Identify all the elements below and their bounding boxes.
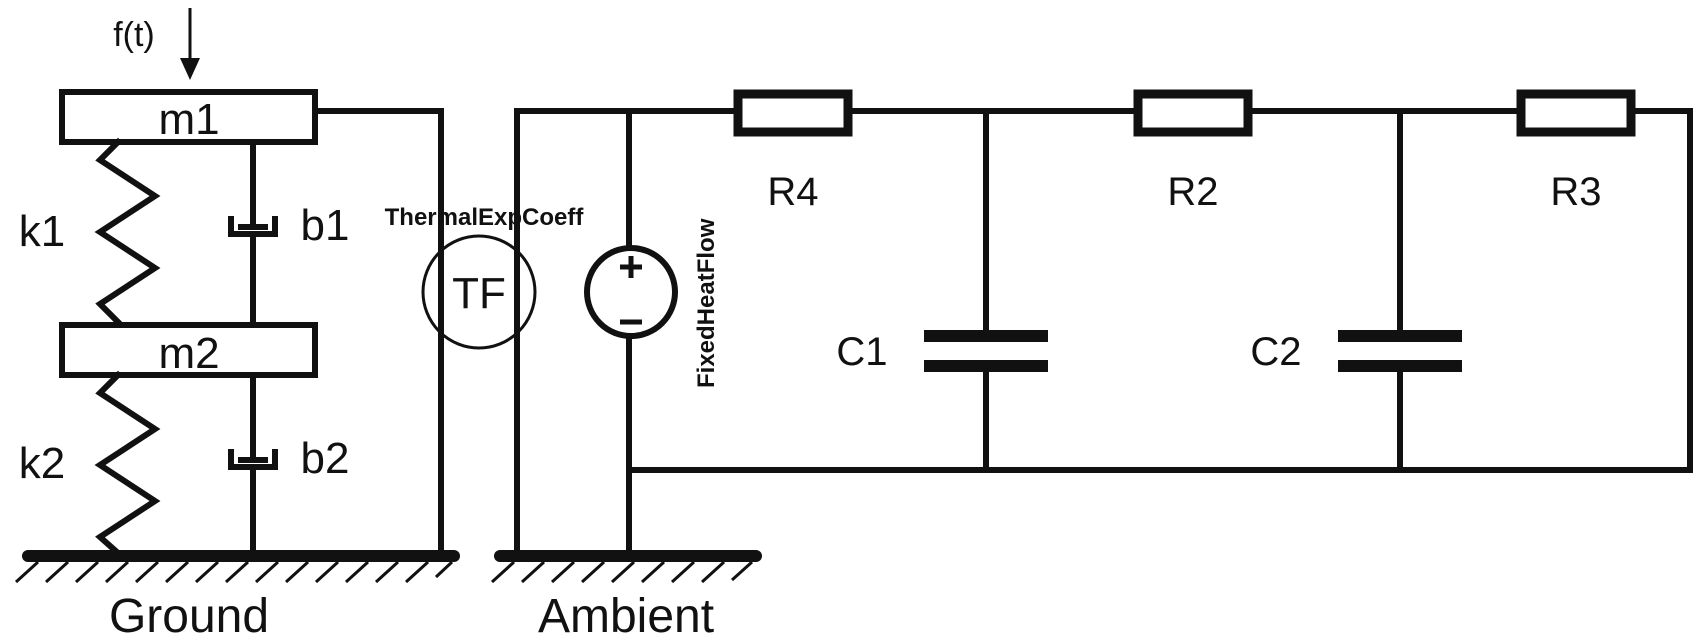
- transformer-tf: [421, 234, 537, 350]
- damper-b2: [228, 372, 278, 558]
- transformer-label: TF: [452, 269, 506, 318]
- resistor-r3-label: R3: [1550, 170, 1601, 214]
- ground-left-label: Ground: [109, 590, 269, 640]
- spring-k1-label: k1: [19, 207, 65, 256]
- capacitor-c2-label: C2: [1250, 330, 1301, 374]
- mass-m1-label: m1: [158, 95, 219, 144]
- fixed-heat-flow-source: [584, 245, 678, 339]
- force-arrow: [180, 8, 200, 80]
- damper-b2-label: b2: [301, 434, 350, 483]
- ground-right-label: Ambient: [538, 590, 714, 640]
- capacitor-c2: [1338, 108, 1462, 473]
- mass-m2-label: m2: [158, 329, 219, 378]
- source-label: FixedHeatFlow: [693, 218, 720, 388]
- resistor-r2-label: R2: [1167, 170, 1218, 214]
- mass-m1: [59, 89, 318, 145]
- spring-k2-label: k2: [19, 439, 65, 488]
- resistor-r2: [1133, 89, 1253, 137]
- capacitor-c1: [924, 108, 1048, 473]
- ground-mechanical: [14, 550, 460, 584]
- mass-m2: [59, 322, 318, 378]
- wire-m1-to-tf: [312, 108, 444, 558]
- resistor-r4: [733, 89, 853, 137]
- ground-ambient: [490, 550, 762, 584]
- resistor-r3: [1516, 89, 1636, 137]
- force-label: f(t): [113, 16, 155, 54]
- transformer-param-label: ThermalExpCoeff: [385, 204, 585, 231]
- wire-return: [626, 108, 1693, 473]
- damper-b1-label: b1: [301, 201, 350, 250]
- spring-k1: [94, 137, 161, 327]
- spring-k2: [94, 370, 161, 558]
- damper-b1: [228, 139, 278, 325]
- capacitor-c1-label: C1: [836, 330, 887, 374]
- resistor-r4-label: R4: [767, 170, 818, 214]
- wire-tf-top: [514, 108, 741, 558]
